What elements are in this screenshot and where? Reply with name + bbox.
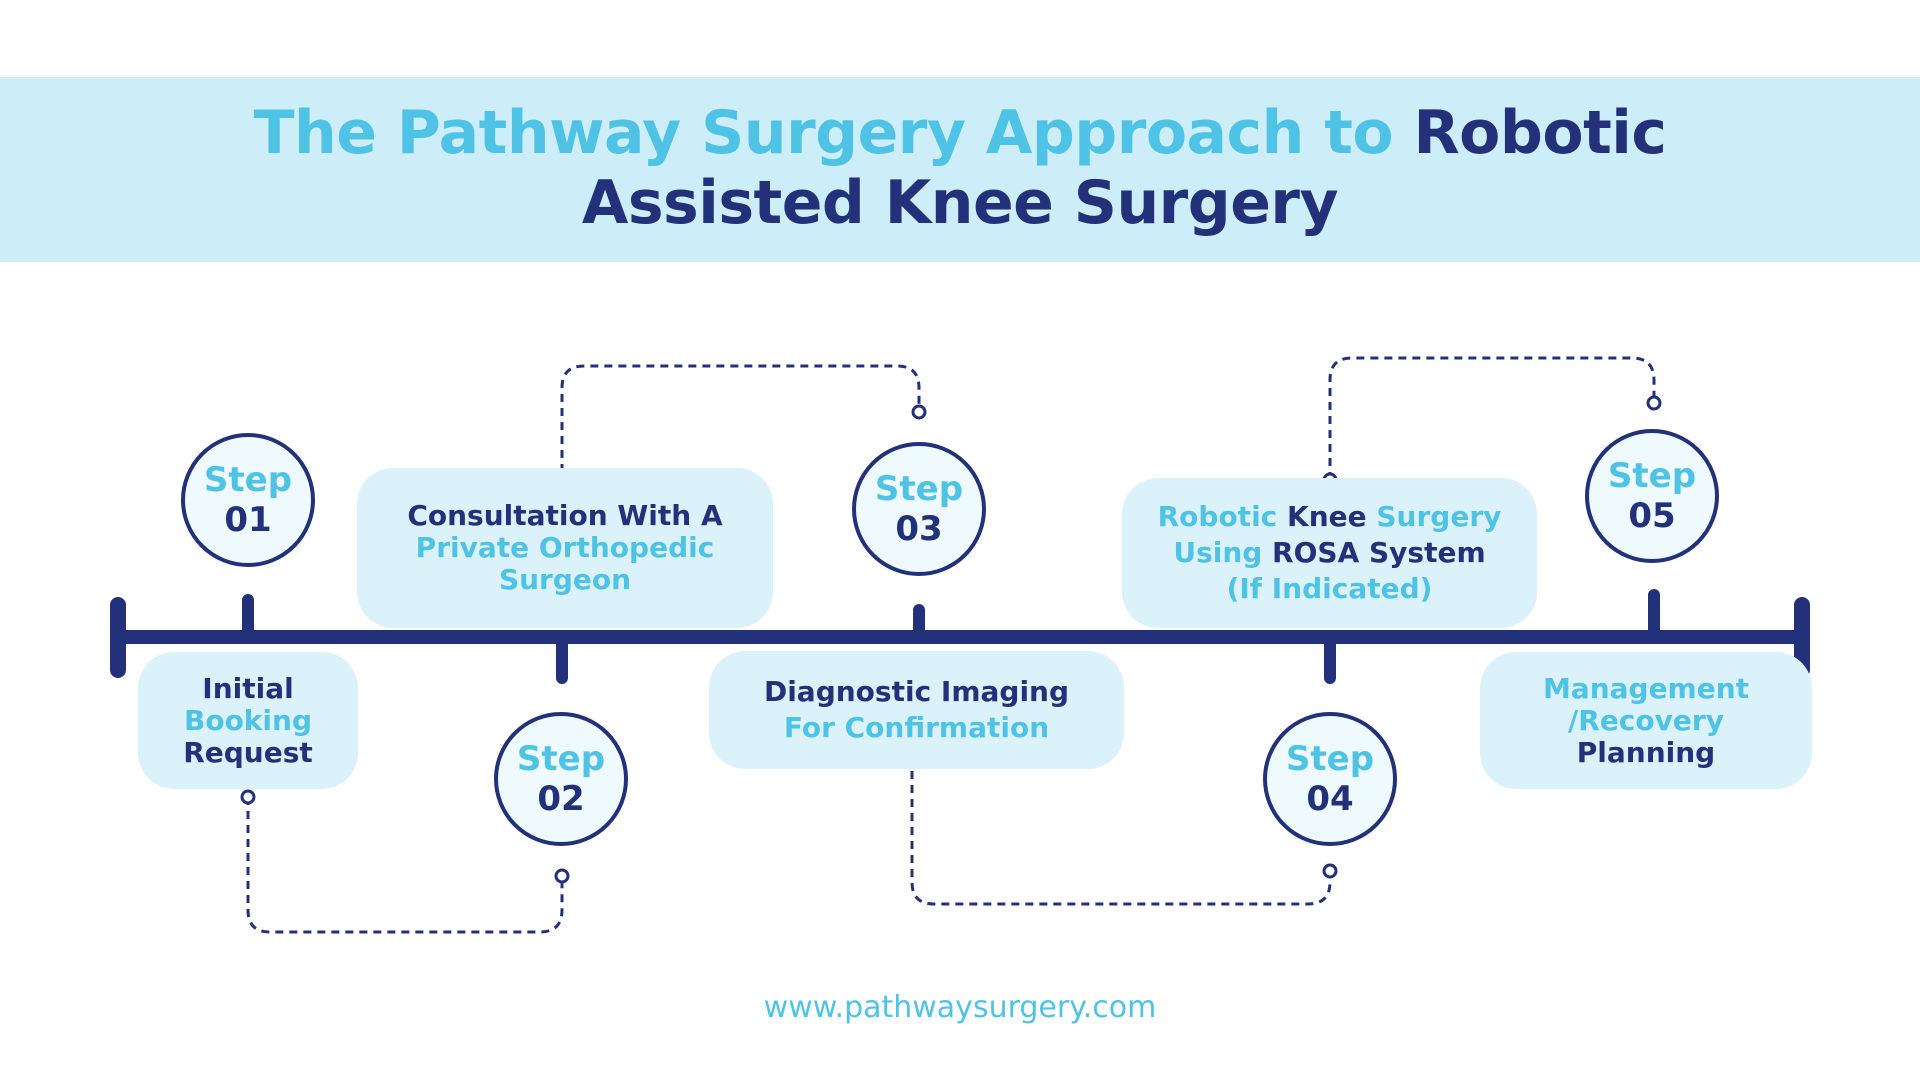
step-label: Step	[516, 739, 606, 779]
title-part-dark: Robotic	[1413, 98, 1667, 168]
title-banner	[0, 77, 1920, 262]
step-label: Step	[874, 469, 964, 509]
step-number: 04	[1306, 779, 1354, 819]
dashed-connectors	[246, 356, 1656, 934]
desc-4-word-knee: Knee	[1277, 500, 1377, 533]
desc-1-line-2: Booking	[183, 703, 312, 737]
desc-3-line-2: For Confirmation	[783, 711, 1050, 744]
connector-1-2	[246, 797, 564, 934]
timeline-axis	[110, 589, 1810, 684]
desc-4-line-3: (If Indicated)	[1226, 572, 1433, 605]
step-number: 01	[224, 500, 272, 540]
description-step-5: Management /Recovery Planning	[1480, 652, 1812, 789]
step-circle-01: Step 01	[181, 433, 315, 567]
step-label: Step	[1285, 739, 1375, 779]
desc-2-line-1: Consultation With A	[407, 499, 723, 532]
step-circle-03: Step 03	[852, 442, 986, 576]
footer-url[interactable]: www.pathwaysurgery.com	[763, 990, 1157, 1025]
step-label: Step	[203, 460, 293, 500]
desc-2-line-3: Surgeon	[498, 563, 632, 596]
desc-4-word-using: Using	[1173, 536, 1263, 569]
step-circle-04: Step 04	[1263, 712, 1397, 846]
desc-2-line-2: Private Orthopedic	[415, 531, 715, 564]
desc-1-line-1: Initial	[202, 671, 294, 705]
step-circle-02: Step 02	[494, 712, 628, 846]
desc-3-line-1: Diagnostic Imaging	[763, 675, 1070, 708]
title-part-light: The Pathway Surgery Approach to	[253, 98, 1414, 168]
page-title-line-1: The Pathway Surgery Approach to Robotic	[0, 98, 1920, 168]
desc-5-line-2: /Recovery	[1568, 703, 1724, 737]
desc-5-line-3: Planning	[1576, 735, 1716, 769]
desc-4-word-surgery: Surgery	[1376, 500, 1502, 533]
desc-5-line-1: Management	[1542, 671, 1750, 705]
desc-4-line-2: Using ROSA System	[1173, 535, 1485, 571]
connector-3-4	[910, 757, 1332, 906]
step-number: 02	[537, 779, 585, 819]
desc-4-word-rosa: ROSA System	[1262, 536, 1486, 569]
step-circle-05: Step 05	[1585, 429, 1719, 563]
page-title-line-2: Assisted Knee Surgery	[581, 168, 1339, 238]
description-step-1: Initial Booking Request	[138, 652, 358, 789]
description-step-2: Consultation With A Private Orthopedic S…	[357, 468, 773, 628]
description-step-4: Robotic Knee Surgery Using ROSA System (…	[1122, 478, 1537, 628]
desc-4-line-1: Robotic Knee Surgery	[1158, 499, 1502, 535]
step-number: 03	[895, 509, 943, 549]
desc-4-word-robotic: Robotic	[1157, 500, 1278, 533]
description-step-3: Diagnostic Imaging For Confirmation	[709, 651, 1124, 769]
step-number: 05	[1628, 496, 1676, 536]
step-label: Step	[1607, 456, 1697, 496]
desc-1-line-3: Request	[183, 735, 313, 769]
